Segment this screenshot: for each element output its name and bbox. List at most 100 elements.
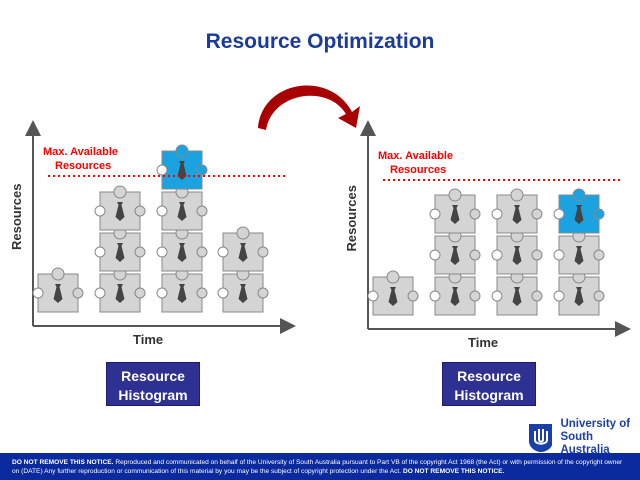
puzzle-piece-icon [32,267,84,313]
piece-knob [196,246,208,258]
tie-icon [574,205,584,224]
button-label-line2: Histogram [454,387,524,403]
piece-knob [113,185,127,199]
puzzle-piece-icon [156,185,208,231]
copyright-notice: DO NOT REMOVE THIS NOTICE. Reproduced an… [0,453,640,480]
button-label-line1: Resource [121,368,185,384]
puzzle-piece-icon [429,188,481,234]
piece-knob [531,208,543,220]
tie-icon [53,284,63,303]
resource-histogram-button-after[interactable]: Resource Histogram [442,362,536,406]
puzzle-piece-icon [367,270,419,316]
x-axis-label: Time [133,332,163,347]
puzzle-piece-icon [429,270,481,316]
puzzle-piece-icon [94,185,146,231]
piece-knob [134,246,146,258]
tie-icon [574,246,584,265]
tie-icon [115,284,125,303]
piece-knob [469,290,481,302]
piece-notch [429,208,441,220]
limit-label-line1: Max. Available [378,150,453,162]
piece-knob [407,290,419,302]
puzzle-piece-icon [156,144,208,190]
tie-icon [177,202,187,221]
piece-notch [217,246,229,258]
resource-histogram-button-before[interactable]: Resource Histogram [106,362,200,406]
piece-notch [94,246,106,258]
piece-knob [72,287,84,299]
piece-notch [94,287,106,299]
piece-notch [553,208,565,220]
piece-notch [553,290,565,302]
puzzle-piece-icon [217,226,269,272]
tie-icon [512,246,522,265]
piece-knob [593,249,605,261]
tie-icon [450,205,460,224]
piece-knob [469,249,481,261]
tie-icon [450,287,460,306]
piece-knob [51,267,65,281]
puzzle-piece-icon [553,270,605,316]
piece-knob [469,208,481,220]
y-axis-label: Resources [344,185,359,251]
puzzle-piece-icon [156,226,208,272]
y-axis-label: Resources [9,184,24,250]
piece-notch [553,249,565,261]
piece-notch [429,290,441,302]
piece-notch [32,287,44,299]
piece-knob [196,164,208,176]
piece-knob [134,287,146,299]
puzzle-piece-icon [491,270,543,316]
tie-icon [388,287,398,306]
shield-logo-icon [529,423,553,452]
puzzle-piece-icon [94,267,146,313]
piece-notch [156,205,168,217]
notice-bold-end: DO NOT REMOVE THIS NOTICE. [402,468,505,475]
tie-icon [574,287,584,306]
puzzle-piece-icon [553,229,605,275]
piece-knob [386,270,400,284]
piece-knob [510,188,524,202]
piece-knob [196,287,208,299]
piece-knob [593,290,605,302]
tie-icon [177,243,187,262]
limit-label-line1: Max. Available [43,146,118,158]
piece-knob [448,188,462,202]
piece-notch [156,287,168,299]
piece-knob [531,290,543,302]
piece-knob [531,249,543,261]
page-title: Resource Optimization [205,30,435,53]
limit-label-line2: Resources [390,164,446,176]
limit-label-line2: Resources [55,160,111,172]
notice-text: Reproduced and communicated on behalf of… [12,459,623,475]
optimization-arrow-icon [258,85,360,130]
tie-icon [238,284,248,303]
button-label-line2: Histogram [118,387,188,403]
tie-icon [115,202,125,221]
piece-notch [429,249,441,261]
piece-notch [491,290,503,302]
tie-icon [450,246,460,265]
notice-bold: DO NOT REMOVE THIS NOTICE. [12,459,114,466]
puzzle-piece-icon [429,229,481,275]
piece-notch [491,208,503,220]
tie-icon [512,205,522,224]
puzzle-piece-icon [217,267,269,313]
tie-icon [115,243,125,262]
tie-icon [177,284,187,303]
puzzle-piece-icon [491,229,543,275]
puzzle-piece-icon [491,188,543,234]
puzzle-piece-icon [553,188,605,234]
piece-knob [593,208,605,220]
university-logo: University of South Australia [528,418,640,457]
tie-icon [238,243,248,262]
logo-line1: University of [560,418,631,430]
puzzle-piece-icon [156,267,208,313]
piece-knob [257,246,269,258]
piece-notch [156,164,168,176]
piece-notch [491,249,503,261]
piece-knob [175,144,189,158]
